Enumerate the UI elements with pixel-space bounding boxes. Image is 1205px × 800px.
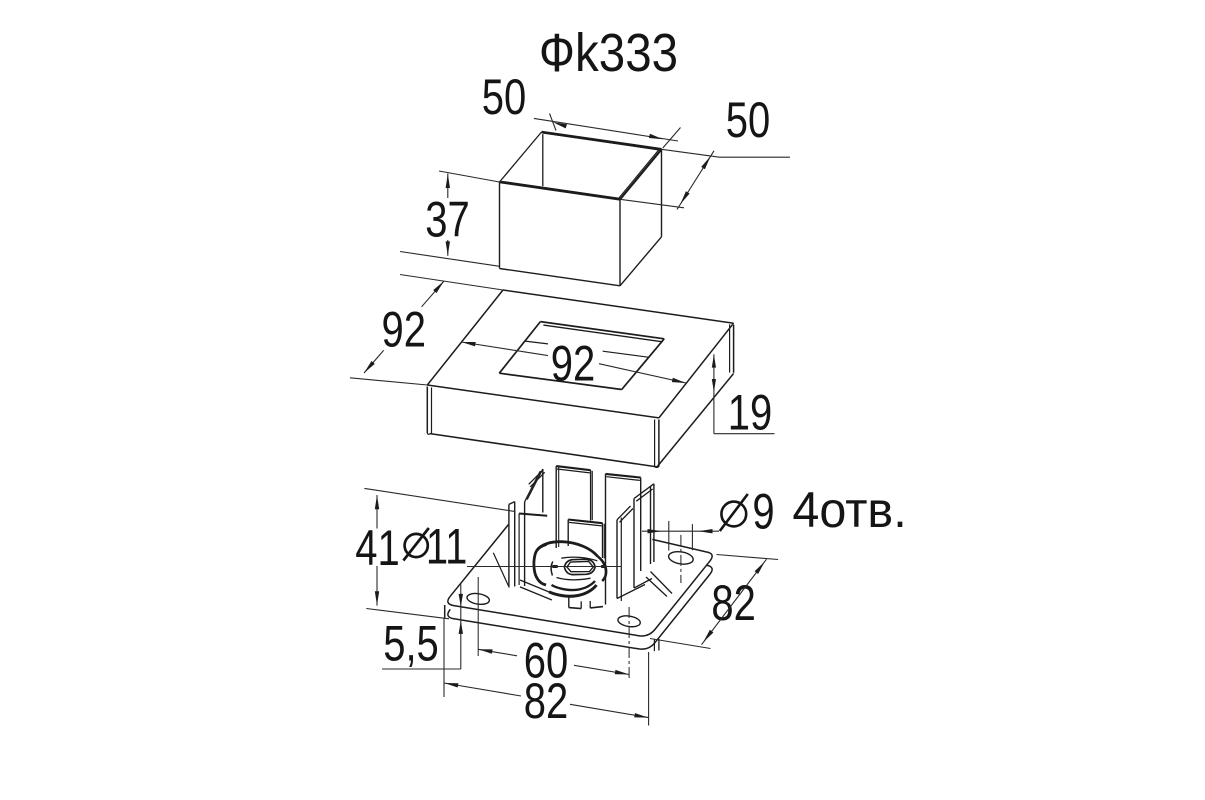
svg-text:60: 60 <box>524 632 568 688</box>
svg-text:92: 92 <box>381 301 425 357</box>
svg-text:50: 50 <box>482 69 526 125</box>
svg-text:92: 92 <box>551 335 595 391</box>
svg-text:50: 50 <box>726 92 770 148</box>
svg-text:82: 82 <box>524 673 568 729</box>
svg-text:37: 37 <box>425 191 469 247</box>
svg-text:9: 9 <box>752 483 774 539</box>
svg-text:4отв.: 4отв. <box>792 482 906 538</box>
svg-text:Фk333: Фk333 <box>539 22 678 83</box>
svg-text:11: 11 <box>426 518 468 574</box>
svg-text:5,5: 5,5 <box>383 615 439 671</box>
svg-text:19: 19 <box>728 384 772 440</box>
